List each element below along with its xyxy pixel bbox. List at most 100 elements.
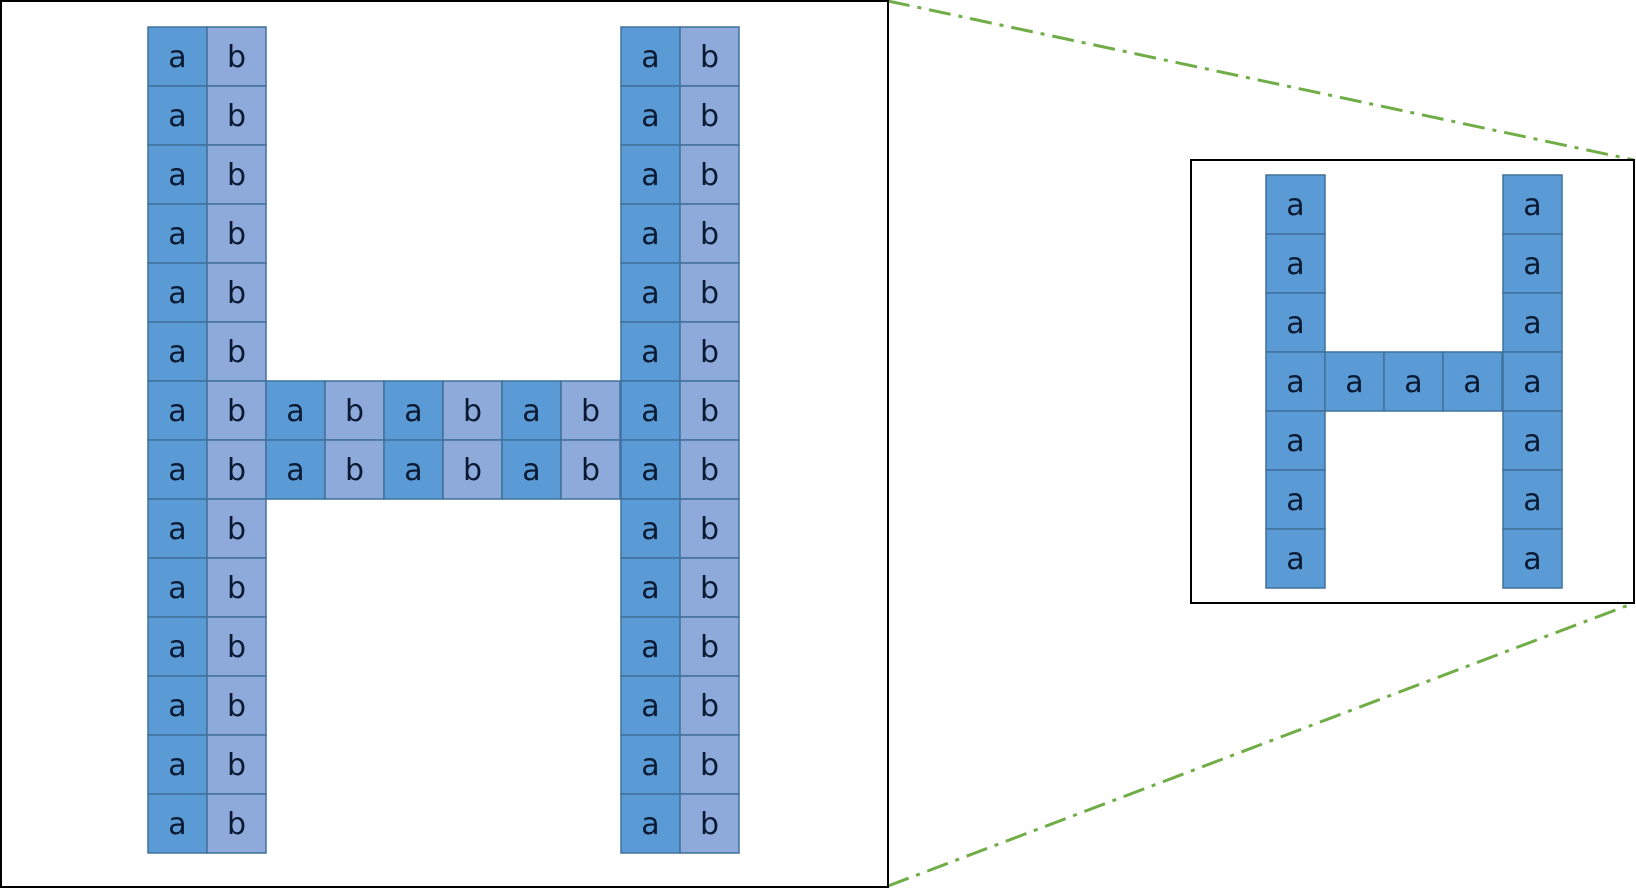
left-b-label: b [227,571,246,606]
left-b-cell [679,439,740,500]
left-b-cell [679,616,740,677]
left-b-label: b [227,217,246,252]
left-b-cell [206,675,267,736]
left-b-label: b [463,394,482,429]
left-b-cell [560,439,621,500]
left-a-cell [147,675,208,736]
left-b-cell [206,557,267,618]
left-a-cell [147,793,208,854]
left-a-label: a [168,158,186,193]
left-b-cell [206,793,267,854]
right-a-cell [1265,528,1326,589]
left-b-label: b [227,158,246,193]
left-a-label: a [641,512,659,547]
right-a-cell [1265,351,1326,412]
left-b-cell [442,439,503,500]
left-a-label: a [641,276,659,311]
right-a-cell [1502,410,1563,471]
left-b-label: b [700,512,719,547]
right-a-label: a [1286,188,1304,223]
left-a-label: a [168,748,186,783]
left-b-label: b [700,335,719,370]
left-b-cell [679,498,740,559]
left-a-label: a [168,276,186,311]
right-a-cell [1502,174,1563,235]
left-a-label: a [641,335,659,370]
right-a-cell [1502,233,1563,294]
left-a-label: a [168,99,186,134]
left-a-cell [147,439,208,500]
left-a-label: a [641,99,659,134]
left-a-label: a [522,453,540,488]
left-b-label: b [700,571,719,606]
left-b-label: b [700,689,719,724]
left-b-cell [679,675,740,736]
left-b-label: b [463,453,482,488]
left-b-cell [442,380,503,441]
left-b-cell [679,26,740,87]
left-a-label: a [168,512,186,547]
left-b-label: b [227,807,246,842]
left-a-label: a [641,40,659,75]
left-b-label: b [581,453,600,488]
right-a-label: a [1523,188,1541,223]
left-a-cell [620,85,681,146]
left-b-cell [206,498,267,559]
left-a-cell [383,439,444,500]
left-b-label: b [700,40,719,75]
left-b-label: b [700,394,719,429]
right-a-cell [1502,469,1563,530]
left-a-cell [147,616,208,677]
left-b-label: b [700,748,719,783]
left-a-cell [620,793,681,854]
right-a-cell [1265,174,1326,235]
left-b-label: b [227,453,246,488]
left-a-cell [620,557,681,618]
right-a-label: a [1286,365,1304,400]
right-a-cell [1502,292,1563,353]
left-a-label: a [168,807,186,842]
left-a-cell [265,380,326,441]
left-b-cell [324,439,385,500]
right-a-cell [1442,351,1503,412]
left-a-label: a [641,748,659,783]
left-a-cell [620,321,681,382]
left-a-label: a [286,394,304,429]
right-a-label: a [1523,483,1541,518]
connector-line-top [887,0,1635,162]
right-a-label: a [1286,424,1304,459]
left-a-label: a [168,571,186,606]
right-a-cell [1265,410,1326,471]
left-b-cell [679,203,740,264]
left-a-label: a [286,453,304,488]
left-a-label: a [168,453,186,488]
right-a-cell [1265,233,1326,294]
left-b-cell [679,321,740,382]
left-a-cell [501,439,562,500]
left-b-cell [679,557,740,618]
left-b-label: b [700,630,719,665]
left-a-label: a [641,571,659,606]
left-b-label: b [227,748,246,783]
right-a-label: a [1523,365,1541,400]
left-b-cell [679,734,740,795]
left-b-cell [206,203,267,264]
left-b-label: b [700,807,719,842]
left-a-label: a [641,217,659,252]
right-a-cell [1265,469,1326,530]
left-b-cell [206,380,267,441]
left-a-label: a [641,158,659,193]
right-frame [1190,159,1635,604]
left-b-label: b [700,276,719,311]
right-a-label: a [1404,365,1422,400]
left-b-label: b [227,335,246,370]
left-b-label: b [700,217,719,252]
left-a-label: a [522,394,540,429]
left-h-grid: a b a b a b a b a b a b a b a b a b a b a b a b a b a b a b a b a b a b a b a b… [147,26,740,854]
left-a-cell [620,203,681,264]
left-b-label: b [227,394,246,429]
left-b-cell [679,144,740,205]
left-b-cell [206,616,267,677]
